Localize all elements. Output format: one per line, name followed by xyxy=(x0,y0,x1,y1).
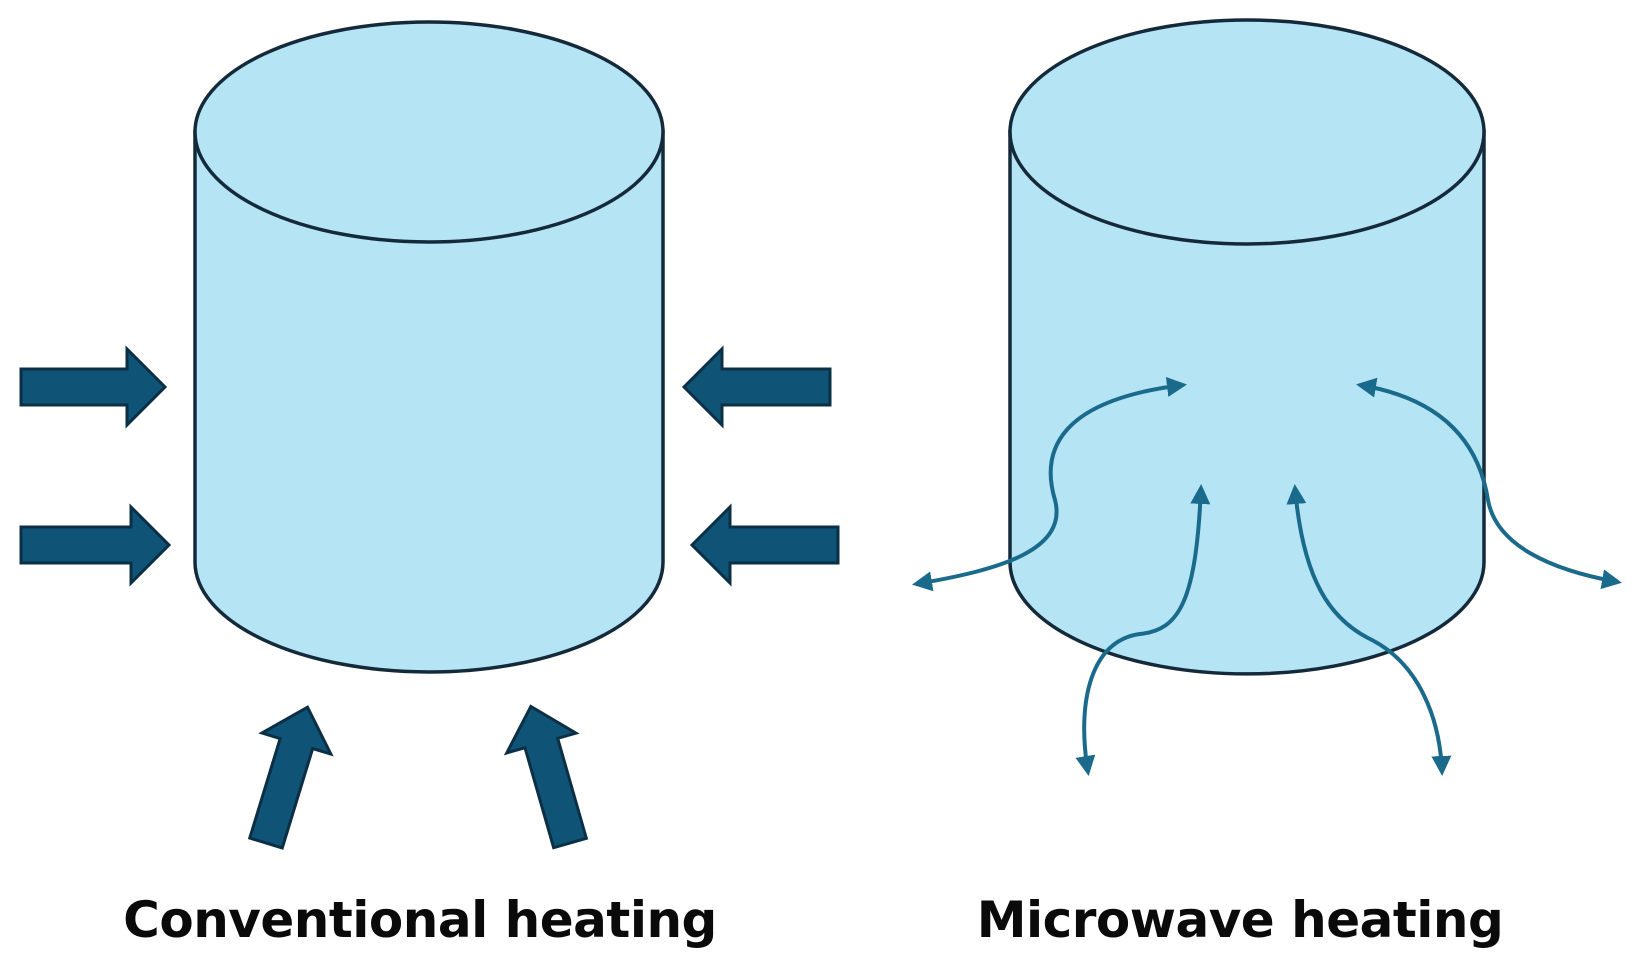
microwave-arrows xyxy=(912,377,1622,776)
conventional-cylinder-top xyxy=(193,20,665,244)
microwave-cylinder xyxy=(1008,18,1486,676)
block-arrow-icon xyxy=(247,705,334,850)
block-arrow-icon xyxy=(19,503,172,587)
curved-double-arrow-icon xyxy=(1075,484,1211,776)
microwave-cylinder-top xyxy=(1008,18,1486,246)
curved-double-arrow-icon xyxy=(1286,484,1452,776)
curved-double-arrow-icon xyxy=(912,377,1187,592)
curved-double-arrow-icon xyxy=(1356,377,1622,590)
block-arrow-icon xyxy=(681,345,832,429)
block-arrow-icon xyxy=(503,704,589,850)
conventional-arrows xyxy=(19,345,840,850)
microwave-heating-caption: Microwave heating xyxy=(976,891,1504,949)
conventional-cylinder xyxy=(193,20,665,674)
conventional-cylinder-body xyxy=(193,130,665,674)
conventional-heating-caption: Conventional heating xyxy=(123,891,717,949)
block-arrow-icon xyxy=(19,345,168,429)
block-arrow-icon xyxy=(689,503,840,587)
